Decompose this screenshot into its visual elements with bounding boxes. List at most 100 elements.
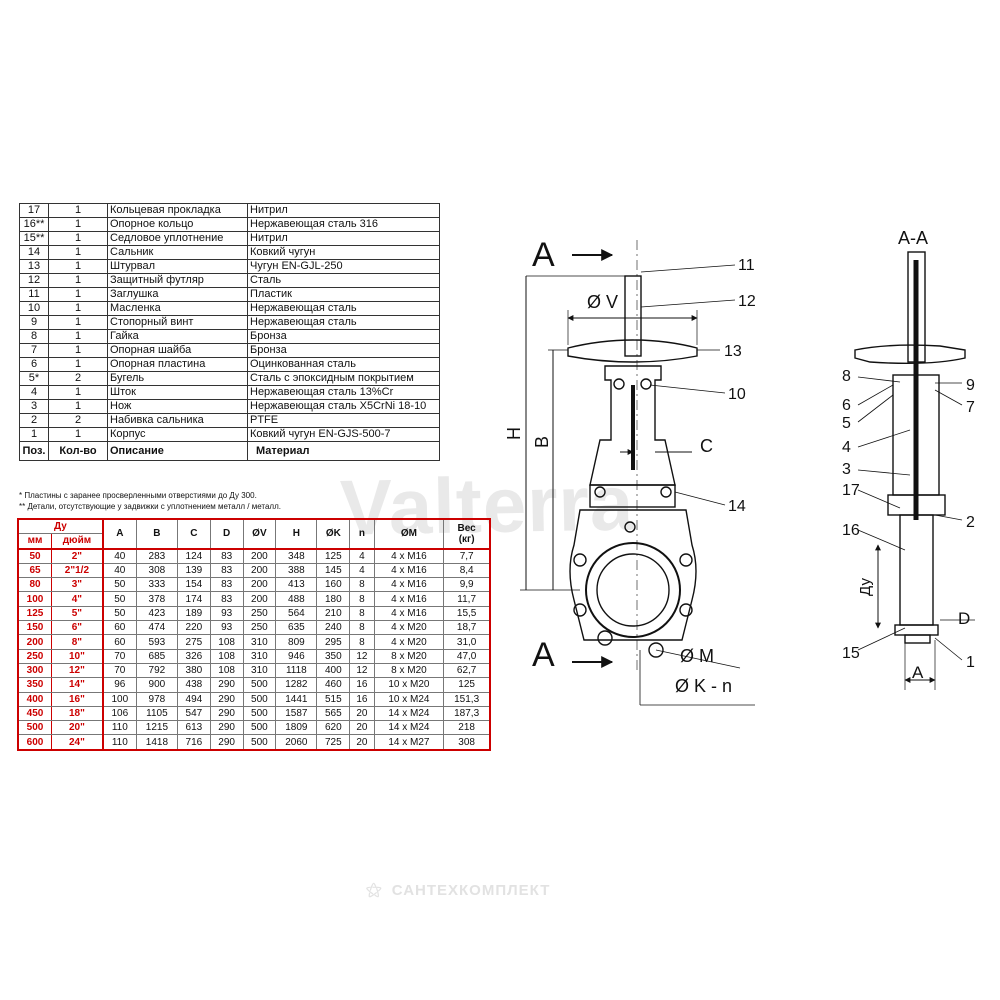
dim-c: C — [700, 436, 713, 456]
bore-outer — [585, 542, 681, 638]
header-weight-1: Вес — [457, 522, 476, 534]
parts-cell-pos: 10 — [19, 301, 49, 316]
header-c: C — [176, 518, 211, 550]
header-inch: дюйм — [51, 533, 104, 550]
footer-text: САНТЕХКОМПЛЕКТ — [391, 882, 551, 899]
callout-12: 12 — [738, 293, 756, 310]
dims-cell: 1215 — [135, 720, 178, 736]
callout-6: 6 — [842, 397, 851, 414]
callout-10: 10 — [728, 386, 746, 403]
callout-14: 14 — [728, 498, 746, 515]
dimensions-table: Ду A B C D ØV H ØK n ØM Вес (кг) мм дюйм… — [17, 518, 491, 751]
callout-7: 7 — [966, 399, 975, 416]
dim-d: D — [958, 609, 970, 628]
section-a-top: A — [532, 236, 555, 274]
header-v: ØV — [242, 518, 277, 550]
callout-16: 16 — [842, 522, 860, 539]
parts-cell-mat: Нержавеющая сталь 316 — [247, 217, 440, 232]
footnote-2: ** Детали, отсутствующие у задвижки с уп… — [19, 502, 281, 511]
parts-header-qty: Кол-во — [48, 441, 108, 461]
parts-cell-desc: Сальник — [107, 245, 248, 260]
parts-cell-desc: Заглушка — [107, 287, 248, 302]
callout-9: 9 — [966, 377, 975, 394]
dims-cell: 946 — [275, 648, 318, 664]
callout-13: 13 — [724, 343, 742, 360]
dims-cell: 333 — [135, 577, 178, 593]
dim-du: Ду — [857, 578, 874, 596]
footnote-1: * Пластины с заранее просверленными отве… — [19, 491, 257, 500]
parts-header-mat: Материал — [247, 441, 440, 461]
callout-15: 15 — [842, 645, 860, 662]
dim-m: Ø M — [680, 646, 714, 666]
bore-inner — [596, 553, 670, 627]
dim-v: Ø V — [587, 292, 618, 312]
callout-5: 5 — [842, 415, 851, 432]
parts-cell-mat: Бронза — [247, 343, 440, 358]
parts-cell-pos: 15** — [19, 231, 49, 246]
parts-cell-mat: Нержавеющая сталь — [247, 301, 440, 316]
dim-h: H — [504, 427, 524, 440]
callout-11: 11 — [738, 257, 755, 274]
dim-kn: Ø K - n — [675, 676, 732, 696]
dims-cell: 8 — [349, 605, 375, 622]
parts-cell-desc: Кольцевая прокладка — [107, 203, 248, 218]
header-weight: Вес (кг) — [443, 518, 491, 550]
parts-cell-mat: Нержавеющая сталь X5CrNi 18-10 — [247, 399, 440, 414]
header-a: A — [102, 518, 137, 550]
dims-cell: 1418 — [135, 734, 178, 751]
parts-cell-desc: Масленка — [107, 301, 248, 316]
parts-cell-desc: Седловое уплотнение — [107, 231, 248, 246]
dims-cell: 1809 — [275, 720, 318, 736]
dim-b: B — [532, 436, 552, 448]
dims-cell: 290 — [209, 734, 244, 751]
dims-cell: 20 — [349, 720, 375, 736]
dims-cell: 308 — [443, 734, 491, 751]
brand-logo-icon: ⚝ — [366, 882, 383, 899]
dims-cell: 20 — [349, 734, 375, 751]
dims-cell: 218 — [443, 720, 491, 736]
dims-cell: 2060 — [275, 734, 318, 751]
dims-cell: 20" — [51, 720, 104, 736]
footnotes: * Пластины с заранее просверленными отве… — [19, 490, 281, 512]
valve-body — [569, 509, 697, 641]
footer-brand: ⚝ САНТЕХКОМПЛЕКТ — [366, 882, 550, 900]
header-weight-2: (кг) — [458, 533, 475, 545]
callout-2: 2 — [966, 514, 975, 531]
stem-cap — [624, 275, 642, 357]
handwheel — [567, 339, 698, 363]
callout-8: 8 — [842, 368, 851, 385]
callout-17: 17 — [842, 482, 860, 499]
parts-header-pos: Поз. — [19, 441, 49, 461]
parts-cell-desc: Опорная шайба — [107, 343, 248, 358]
side-handwheel — [854, 344, 966, 365]
callout-3: 3 — [842, 461, 851, 478]
dims-cell: 24" — [51, 734, 104, 751]
parts-header-desc: Описание — [107, 441, 248, 461]
header-k: ØK — [316, 518, 351, 550]
callout-4: 4 — [842, 439, 851, 456]
parts-cell-pos: 14 — [19, 245, 49, 260]
parts-cell-desc: Набивка сальника — [107, 413, 248, 428]
